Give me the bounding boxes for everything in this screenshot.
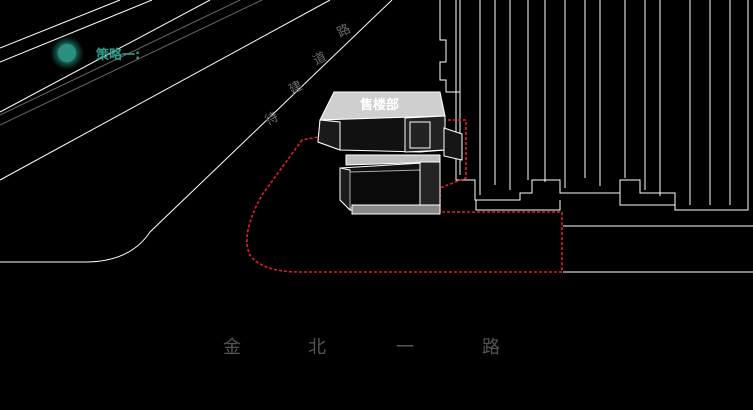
- main-road-char: 北: [308, 337, 326, 358]
- east-road-lines: [563, 225, 753, 273]
- tower-outlines: [439, 0, 749, 211]
- main-road-char: 一: [396, 337, 414, 358]
- strategy-badge: [50, 36, 84, 70]
- sales-office-label: 售楼部: [360, 98, 400, 113]
- badge-dot-icon: [58, 44, 76, 62]
- sales-office-building: [317, 91, 463, 215]
- site-boundary: [246, 119, 563, 273]
- strategy-label: 策略一:: [96, 48, 141, 63]
- road-lines: [0, 0, 393, 263]
- main-road-char: 金: [223, 337, 241, 358]
- main-road-char: 路: [482, 337, 500, 358]
